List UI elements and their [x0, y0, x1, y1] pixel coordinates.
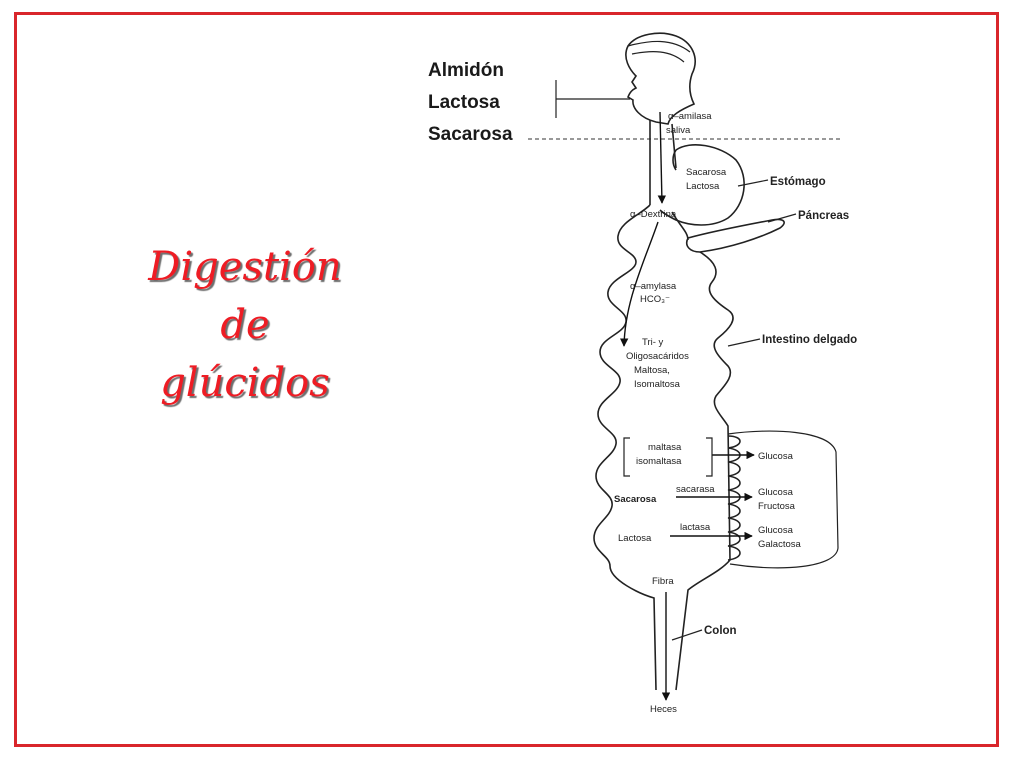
head-profile — [625, 32, 696, 125]
oligo-line-3: Maltosa, — [634, 365, 670, 376]
slide-title: Digestión de glúcidos — [140, 238, 350, 412]
oligo-line-4: Isomaltosa — [634, 379, 681, 390]
food-sacarosa: Sacarosa — [428, 124, 513, 145]
leader-intestine — [727, 338, 761, 347]
esophagus — [649, 120, 677, 205]
enzyme-sacarasa: sacarasa — [676, 484, 715, 495]
stomach-lactosa: Lactosa — [686, 181, 720, 192]
title-line-1: Digestión — [148, 244, 342, 290]
arrow-mouth-stomach — [657, 111, 667, 204]
product-glucosa-3: Glucosa — [758, 525, 794, 536]
product-fructosa: Fructosa — [758, 501, 796, 512]
food-almidon: Almidón — [428, 60, 504, 81]
product-galactosa: Galactosa — [758, 539, 801, 550]
stomach — [659, 144, 745, 226]
leader-stomach — [737, 179, 769, 187]
label-estomago: Estómago — [770, 176, 826, 188]
arrow-dextrin-intestine — [619, 221, 659, 347]
title-line-3: glúcidos — [160, 360, 330, 406]
small-intestine-right-wall — [671, 211, 734, 691]
label-fibra: Fibra — [652, 576, 674, 587]
label-pancreatic-amylase: α–amylasa — [630, 281, 677, 292]
label-colon: Colon — [704, 625, 737, 637]
enzyme-maltasa: maltasa — [648, 442, 682, 453]
product-glucosa-1: Glucosa — [758, 451, 794, 462]
slide-frame — [14, 12, 999, 747]
oligo-line-2: Oligosacáridos — [626, 351, 689, 362]
leader-colon — [671, 629, 703, 641]
title-line-2: de — [220, 302, 270, 348]
pancreas — [685, 218, 785, 253]
blood-return-loop — [727, 430, 839, 569]
oligo-line-1: Tri- y — [642, 337, 664, 348]
leader-pancreas — [767, 213, 797, 223]
substrate-lactosa: Lactosa — [618, 533, 652, 544]
product-glucosa-2: Glucosa — [758, 487, 794, 498]
label-dextrina: α–Dextrina — [630, 209, 677, 220]
enzyme-amilasa: α–amilasa — [668, 111, 712, 122]
label-heces: Heces — [650, 704, 677, 715]
small-intestine-left-wall — [593, 204, 657, 691]
brush-enzyme-bracket — [623, 437, 713, 477]
food-lactosa: Lactosa — [428, 92, 500, 113]
enzyme-isomaltasa: isomaltasa — [636, 456, 682, 467]
label-bicarbonate: HCO₃⁻ — [640, 294, 670, 305]
enzyme-saliva: saliva — [666, 125, 691, 136]
substrate-sacarosa: Sacarosa — [614, 494, 657, 505]
enzyme-lactasa: lactasa — [680, 522, 711, 533]
hair — [627, 40, 691, 63]
stomach-sacarosa: Sacarosa — [686, 167, 727, 178]
label-intestino-delgado: Intestino delgado — [762, 334, 857, 346]
label-pancreas: Páncreas — [798, 210, 849, 222]
